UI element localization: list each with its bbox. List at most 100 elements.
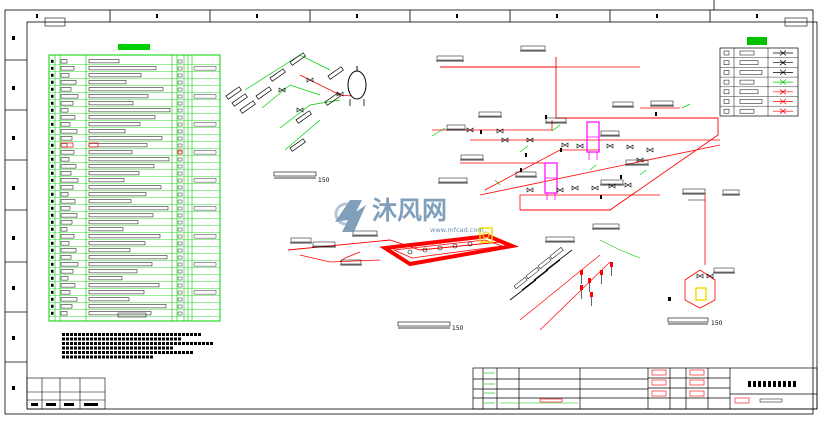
legend-valve-icon (779, 108, 787, 114)
pressure-tank (347, 70, 367, 100)
red-valve-icon (580, 270, 583, 275)
pipe-label-n-text (682, 188, 706, 194)
legend-name-glyph (739, 89, 759, 95)
note-glyph (98, 351, 101, 354)
title-block-green-lines (484, 372, 578, 404)
table-cell-spec (88, 101, 134, 106)
note-glyph (86, 351, 89, 354)
table-cell-spec (88, 255, 168, 260)
riser-diag-2 (539, 261, 611, 331)
note-glyph (130, 346, 133, 350)
pipe-label-i-text (600, 130, 620, 136)
note-glyph (114, 342, 117, 345)
note-glyph (106, 355, 109, 359)
note-glyph (182, 351, 185, 354)
legend-valve-icon (779, 89, 787, 95)
note-glyph (102, 346, 105, 350)
leader-line (589, 164, 597, 171)
note-glyph (150, 342, 153, 345)
leader-line (494, 179, 501, 186)
note-glyph (134, 337, 137, 341)
revision-table (26, 377, 106, 410)
note-glyph (130, 355, 133, 359)
valve-icon (636, 157, 644, 163)
iso-label (231, 93, 248, 107)
note-glyph (66, 355, 69, 359)
table-cell-qty (177, 192, 183, 197)
frame-ticks (12, 14, 758, 390)
note-glyph (110, 351, 113, 354)
table-cell-name (60, 87, 72, 92)
legend-name-glyph (739, 60, 759, 65)
table-cell-qty (177, 87, 183, 92)
valve-icon (624, 182, 632, 188)
legend-name-glyph (739, 108, 755, 114)
legend-valve-icon (779, 98, 787, 105)
iso-label (295, 110, 312, 124)
watermark-logo-icon (334, 200, 366, 232)
iso-label (289, 52, 306, 66)
note-glyph (206, 342, 209, 345)
lower-branch-pipe-2 (339, 251, 361, 263)
equipment-base-inner (392, 239, 503, 259)
note-glyph (118, 342, 121, 345)
note-glyph (118, 333, 121, 336)
tag-marker (600, 195, 602, 199)
valve-icon (466, 127, 474, 133)
note-glyph (138, 337, 141, 341)
tag-marker (560, 148, 562, 152)
note-glyph (114, 333, 117, 336)
table-cell-name (60, 164, 77, 169)
note-glyph (126, 355, 129, 359)
note-glyph (158, 351, 161, 354)
table-cell-index (51, 311, 54, 315)
table-cell-index (51, 269, 54, 273)
table-cell-name (60, 73, 70, 78)
note-glyph (158, 346, 161, 350)
table-cell-name (60, 297, 78, 302)
table-cell-qty (177, 276, 183, 281)
iso-label (269, 68, 286, 82)
note-glyph (122, 351, 125, 354)
note-glyph (134, 351, 137, 354)
table-cell-name (60, 171, 72, 176)
pressure-tank-legs (349, 99, 365, 106)
iso-label (239, 100, 256, 114)
legend-index-glyph (723, 99, 730, 104)
note-glyph (142, 351, 145, 354)
table-cell-index (51, 94, 54, 98)
legend-index-glyph (723, 79, 730, 85)
note-glyph (82, 346, 85, 350)
table-cell-note (193, 150, 217, 155)
note-glyph (150, 333, 153, 336)
note-glyph (110, 337, 113, 341)
note-glyph (170, 346, 173, 350)
note-glyph (146, 355, 149, 359)
note-glyph (190, 351, 193, 354)
table-cell-name (60, 136, 73, 141)
table-cell-highlight (177, 149, 183, 155)
note-glyph (102, 333, 105, 336)
iso-label (289, 138, 306, 152)
valve-icon (608, 183, 616, 189)
notes-text (62, 333, 213, 359)
note-glyph (178, 333, 181, 336)
table-cell-spec (88, 192, 147, 197)
table-border (48, 54, 221, 322)
table-cell-index (51, 283, 54, 287)
table-title-glyph (118, 44, 150, 50)
legend-valve-icon (779, 50, 787, 56)
iso-label (255, 86, 272, 100)
table-cell-spec (88, 185, 162, 190)
view-title-2 (397, 321, 451, 327)
branch-pipe-4 (519, 194, 660, 210)
lower-branch-pipe (299, 254, 381, 263)
table-cell-name (60, 220, 73, 225)
table-cell-spec (88, 164, 155, 169)
valve-icon (561, 142, 569, 148)
equipment-base-platform (379, 233, 520, 267)
table-cell-name (60, 304, 73, 309)
note-glyph (114, 346, 117, 350)
note-glyph (142, 346, 145, 350)
note-glyph (126, 342, 129, 345)
